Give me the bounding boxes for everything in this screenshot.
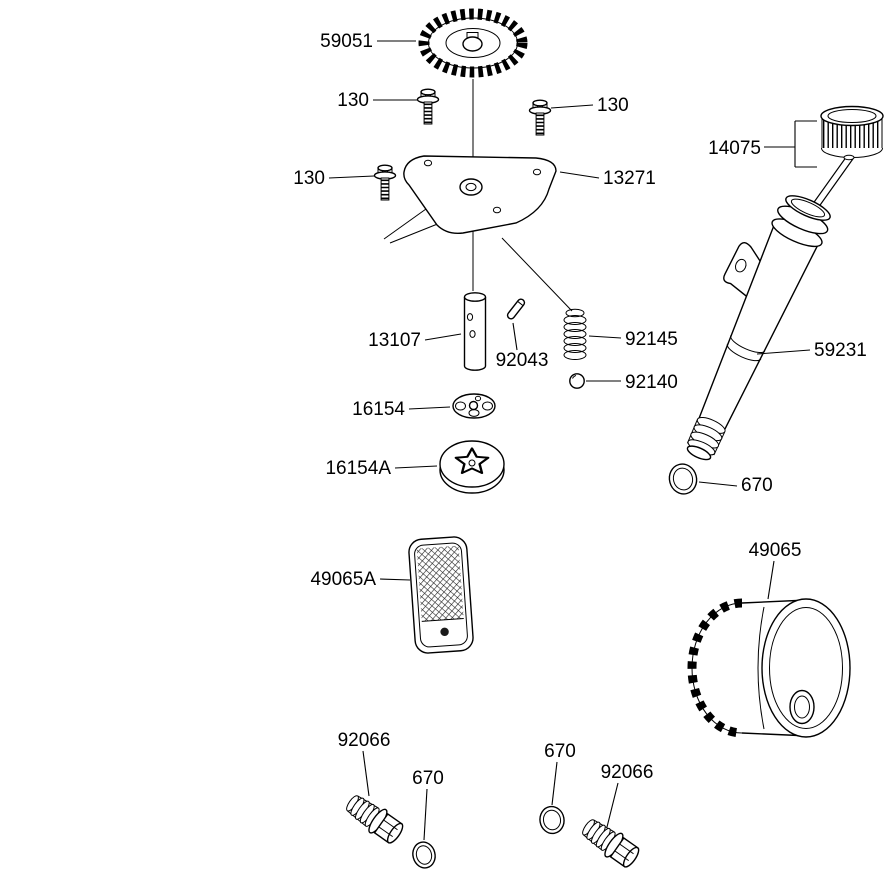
callout-drain-plug-right: 92066 xyxy=(601,762,654,828)
part-number-label: 130 xyxy=(337,90,369,111)
part-number-label: 92043 xyxy=(496,350,549,371)
callout-shaft: 13107 xyxy=(368,330,462,351)
part-number-label: 13271 xyxy=(603,168,656,189)
callout-gear: 59051 xyxy=(320,31,416,52)
callout-oil-filter: 49065 xyxy=(749,540,802,600)
part-number-label: 92140 xyxy=(625,372,678,393)
leader-line xyxy=(551,761,558,806)
drain-plug-left-drawing xyxy=(340,789,408,848)
outer-rotor-drawing xyxy=(439,440,505,494)
leader-line xyxy=(424,333,462,341)
oil-screen-drawing xyxy=(408,536,474,654)
leader-line xyxy=(379,578,411,581)
oil-filler-cap-drawing xyxy=(811,105,884,209)
leader-line xyxy=(756,349,811,355)
part-number-label: 14075 xyxy=(708,138,761,159)
relief-spring-drawing xyxy=(563,308,587,360)
callout-pin: 92043 xyxy=(496,322,549,371)
leader-line xyxy=(408,406,451,410)
oring-center-drawing xyxy=(539,805,565,835)
leader-line xyxy=(423,788,428,841)
leader-line xyxy=(512,322,518,351)
part-number-label: 670 xyxy=(412,768,444,789)
callout-oring-center: 670 xyxy=(544,741,576,806)
part-number-label: 670 xyxy=(741,475,773,496)
callout-spring: 92145 xyxy=(588,329,678,350)
drain-plug-right-drawing xyxy=(576,813,644,872)
callout-plate: 13271 xyxy=(559,168,656,189)
leader-line xyxy=(588,335,622,339)
callout-bolt-top-left: 130 xyxy=(337,90,417,111)
oil-filler-tube-drawing xyxy=(686,195,831,461)
leader-line xyxy=(328,175,375,179)
oil-filter-drawing xyxy=(687,598,851,738)
part-number-label: 49065A xyxy=(310,569,376,590)
leader-line xyxy=(550,104,594,109)
part-number-label: 92145 xyxy=(625,329,678,350)
callout-filler-cap: 14075 xyxy=(708,120,817,168)
callout-inner-rotor: 16154 xyxy=(352,399,451,420)
flange-bolt-top-right xyxy=(530,100,551,135)
flange-bolt-top-left xyxy=(418,89,439,124)
part-number-label: 92066 xyxy=(601,762,654,783)
part-number-label: 130 xyxy=(293,168,325,189)
callout-oil-screen: 49065A xyxy=(310,569,411,590)
part-number-label: 92066 xyxy=(338,730,391,751)
tube-oring-drawing xyxy=(668,463,698,495)
part-number-label: 670 xyxy=(544,741,576,762)
callout-tube-oring: 670 xyxy=(698,475,773,496)
part-number-label: 13107 xyxy=(368,330,421,351)
part-number-label: 130 xyxy=(597,95,629,116)
oring-left-drawing xyxy=(412,841,436,869)
callout-oil-tube: 59231 xyxy=(756,340,867,361)
leader-line xyxy=(606,782,619,828)
callout-drain-plug-left: 92066 xyxy=(338,730,391,797)
part-number-label: 59231 xyxy=(814,340,867,361)
callout-bolt-mid-left: 130 xyxy=(293,168,375,189)
leader-line xyxy=(698,481,738,487)
part-number-label: 16154A xyxy=(325,458,391,479)
callout-bolt-top-right: 130 xyxy=(550,95,629,116)
pump-pin-drawing xyxy=(506,298,526,320)
part-number-label: 49065 xyxy=(749,540,802,561)
leader-line xyxy=(767,560,775,600)
inner-rotor-drawing xyxy=(452,393,496,419)
callout-ball: 92140 xyxy=(586,372,678,393)
pump-gear-drawing xyxy=(418,8,528,78)
callout-oring-left: 670 xyxy=(412,768,444,841)
leader-line xyxy=(394,465,438,469)
pump-plate-drawing xyxy=(403,155,557,235)
flange-bolt-mid-left xyxy=(375,165,396,200)
leader-line xyxy=(764,120,817,168)
leader-line xyxy=(559,171,600,179)
callout-outer-rotor: 16154A xyxy=(325,458,438,479)
leader-line xyxy=(362,750,370,797)
pump-shaft-drawing xyxy=(463,292,487,371)
part-number-label: 16154 xyxy=(352,399,405,420)
part-number-label: 59051 xyxy=(320,31,373,52)
relief-ball-drawing xyxy=(569,373,585,389)
